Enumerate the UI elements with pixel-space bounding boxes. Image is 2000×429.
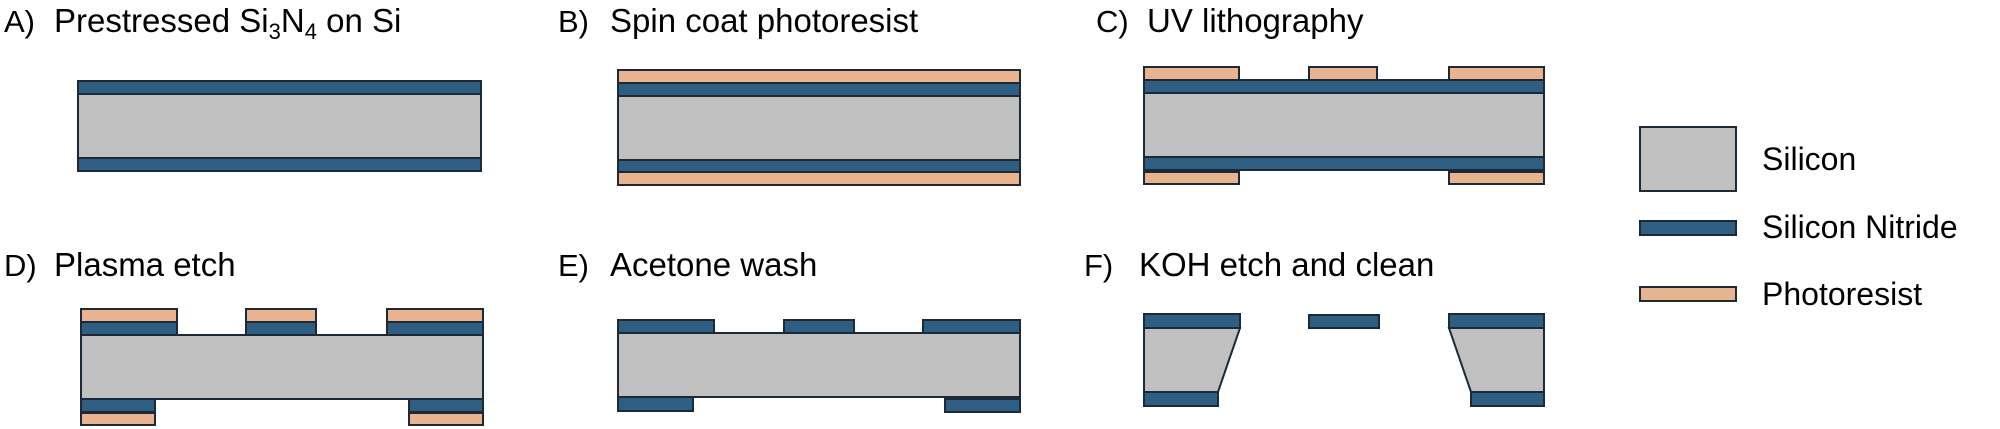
nitride-top-pattern-left	[617, 319, 715, 334]
nitride-top-layer	[617, 82, 1021, 97]
nitride-bottom-pattern-left	[80, 398, 156, 413]
legend-swatch-nitride	[1639, 220, 1737, 236]
photoresist-top-pattern-left	[80, 308, 178, 323]
photoresist-top-pattern-middle	[1308, 66, 1378, 81]
silicon-right-block	[1447, 327, 1545, 393]
step-a-title: Prestressed Si3N4 on Si	[54, 2, 401, 44]
nitride-bottom-left	[1143, 391, 1219, 407]
nitride-bottom-layer	[1143, 156, 1545, 171]
nitride-top-pattern-middle	[783, 319, 855, 334]
nitride-top-layer	[77, 80, 482, 95]
nitride-bottom-pattern-right	[408, 398, 484, 413]
nitride-bottom-layer	[77, 157, 482, 172]
silicon-substrate	[617, 332, 1021, 398]
legend-swatch-silicon	[1639, 126, 1737, 192]
photoresist-bottom-pattern-right	[1448, 171, 1545, 185]
legend-swatch-photoresist	[1639, 286, 1737, 302]
silicon-substrate	[77, 93, 482, 159]
legend: Silicon Silicon Nitride Photoresist	[1639, 126, 1958, 312]
legend-label-nitride: Silicon Nitride	[1762, 209, 1958, 245]
nitride-bottom-pattern-left	[617, 396, 694, 412]
step-e-letter: E)	[558, 248, 589, 283]
nitride-top-pattern-right	[386, 321, 484, 336]
photoresist-bottom-pattern-left	[1143, 171, 1240, 185]
photoresist-top-pattern-right	[1448, 66, 1545, 81]
step-b: B) Spin coat photoresist	[558, 2, 1021, 186]
silicon-substrate	[617, 95, 1021, 161]
silicon-substrate	[80, 334, 484, 400]
nitride-top-pattern-left	[80, 321, 178, 336]
photoresist-bottom-pattern-left	[80, 412, 156, 426]
step-c-title: UV lithography	[1147, 2, 1364, 39]
step-e-title: Acetone wash	[610, 246, 817, 283]
nitride-top-left	[1143, 313, 1241, 329]
legend-label-silicon: Silicon	[1762, 141, 1856, 177]
photoresist-top-layer	[617, 69, 1021, 84]
step-e: E) Acetone wash	[558, 246, 1021, 413]
nitride-top-pattern-middle	[245, 321, 317, 336]
silicon-substrate	[1143, 92, 1545, 158]
nitride-membrane	[1308, 314, 1380, 329]
nitride-top-pattern-right	[922, 319, 1021, 334]
nitride-bottom-layer	[617, 159, 1021, 173]
step-d-letter: D)	[4, 248, 37, 283]
nitride-bottom-pattern-right	[944, 398, 1021, 413]
step-d-title: Plasma etch	[54, 246, 236, 283]
nitride-top-right	[1448, 313, 1545, 329]
step-f-letter: F)	[1084, 248, 1113, 283]
step-d: D) Plasma etch	[4, 246, 484, 426]
step-f: F) KOH etch and clean	[1084, 246, 1545, 407]
photoresist-bottom-layer	[617, 171, 1021, 186]
step-f-title: KOH etch and clean	[1139, 246, 1434, 283]
step-b-letter: B)	[558, 4, 589, 39]
nitride-bottom-right	[1470, 391, 1545, 407]
photoresist-top-pattern-middle	[245, 308, 317, 323]
step-a-letter: A)	[4, 4, 35, 39]
photoresist-bottom-pattern-right	[408, 412, 484, 426]
photoresist-top-pattern-right	[386, 308, 484, 323]
legend-label-photoresist: Photoresist	[1762, 276, 1922, 312]
step-b-title: Spin coat photoresist	[610, 2, 918, 39]
nitride-top-layer	[1143, 79, 1545, 94]
silicon-left-block	[1143, 327, 1242, 393]
step-c-letter: C)	[1096, 4, 1129, 39]
step-a: A) Prestressed Si3N4 on Si	[4, 2, 482, 172]
photoresist-top-pattern-left	[1143, 66, 1240, 81]
step-c: C) UV lithography	[1096, 2, 1545, 185]
